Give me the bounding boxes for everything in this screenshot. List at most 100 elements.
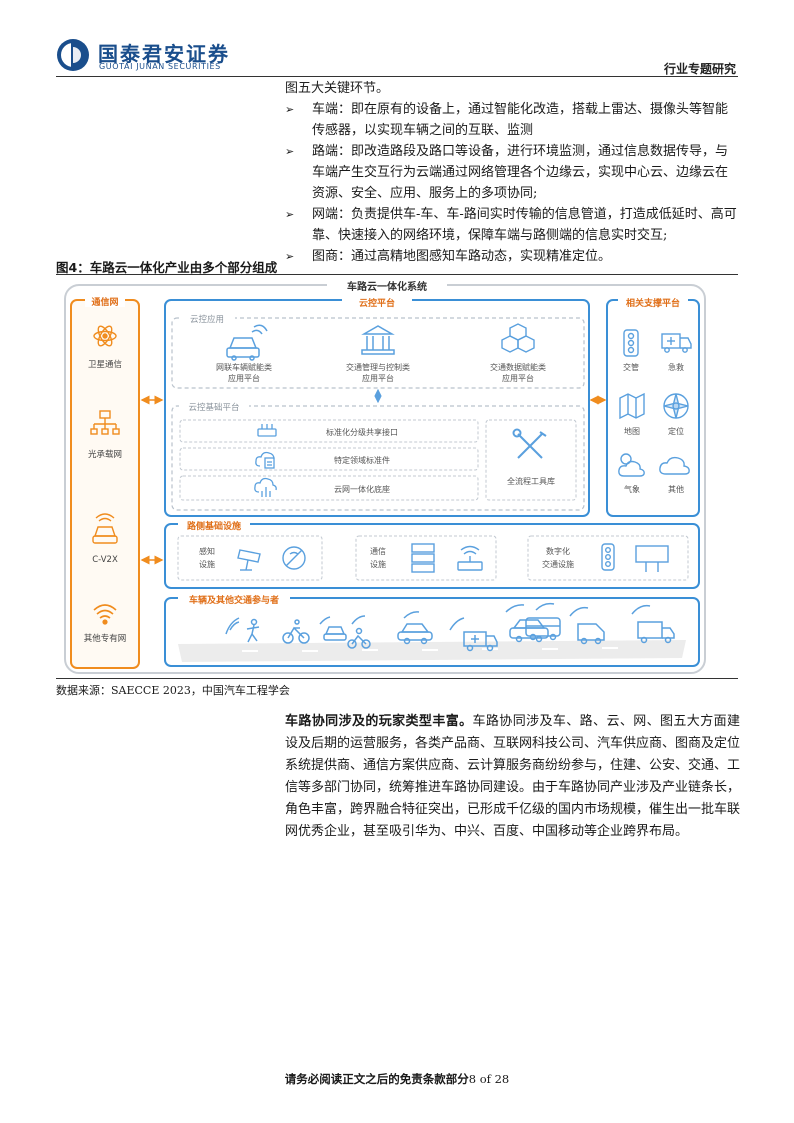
bullet-arrow-icon: ➢ xyxy=(285,250,295,263)
router-icon xyxy=(457,545,483,571)
network-title: 通信网 xyxy=(91,296,118,308)
network-item-optical: 光承载网 xyxy=(88,449,122,460)
building-icon xyxy=(361,325,395,355)
figure-top-divider xyxy=(56,274,738,275)
bullet-arrow-icon: ➢ xyxy=(285,145,295,158)
system-title: 车路云一体化系统 xyxy=(347,280,427,293)
bullet-arrow-icon: ➢ xyxy=(285,208,295,221)
tools-icon xyxy=(512,428,547,459)
car-icon xyxy=(226,324,268,361)
bullet-arrow-icon: ➢ xyxy=(285,103,295,116)
network-item-cv2x: C-V2X xyxy=(92,555,118,565)
roadside-comm-line1: 通信 xyxy=(370,546,386,556)
billboard-icon xyxy=(635,545,669,572)
van-icon xyxy=(569,606,605,645)
satellite-icon xyxy=(93,325,117,347)
bullet-text: 路端：即改造路段及路口等设备，进行环境监测，通过信息数据传导，与车端产生交互行为… xyxy=(312,144,729,201)
support-item-positioning: 定位 xyxy=(668,426,684,436)
report-type: 行业专题研究 xyxy=(663,62,736,76)
roadside-group-digital xyxy=(527,535,689,581)
motorcycle-icon xyxy=(347,615,371,649)
app-3-line1: 交通数据赋能类 xyxy=(490,362,546,372)
interface-icon xyxy=(257,424,277,437)
figure-bottom-divider xyxy=(56,678,738,679)
cloud-apps-box xyxy=(171,317,585,389)
bus-icon xyxy=(525,602,561,641)
toolchain-label: 全流程工具库 xyxy=(507,476,555,486)
roadside-digital-line2: 交通设施 xyxy=(542,559,574,569)
bullet-item: ➢ 路端：即改造路段及路口等设备，进行环境监测，通过信息数据传导，与车端产生交互行… xyxy=(285,141,740,204)
roadside-comm-line2: 设施 xyxy=(370,559,386,569)
roadside-title: 路侧基础设施 xyxy=(187,520,241,532)
roadside-group-comm xyxy=(355,535,497,581)
server-icon xyxy=(411,543,435,573)
paragraph-lead: 车路协同涉及的玩家类型丰富。 xyxy=(285,714,473,729)
support-item-map: 地图 xyxy=(624,426,640,436)
support-item-traffic: 交管 xyxy=(623,362,639,372)
sedan-icon xyxy=(397,611,433,645)
paragraph-text: 车路协同涉及车、路、云、网、图五大方面建设及后期的运营服务，各类产品商、互联网科… xyxy=(285,714,741,839)
app-3-line2: 应用平台 xyxy=(502,373,534,383)
company-logo-icon xyxy=(57,39,89,71)
roadside-digital-line1: 数字化 xyxy=(546,546,570,556)
support-item-emergency: 急救 xyxy=(668,362,684,372)
network-item-other: 其他专有网 xyxy=(84,633,127,644)
bullet-list: ➢ 车端：即在原有的设备上，通过智能化改造，搭载上雷达、摄像头等智能传感器，以实现… xyxy=(285,99,740,267)
base-item-3: 云网一体化底座 xyxy=(334,484,390,494)
app-2-line1: 交通管理与控制类 xyxy=(346,362,410,372)
vehicles-title: 车辆及其他交通参与者 xyxy=(189,594,279,606)
cloud-icon xyxy=(659,456,690,475)
cloud-title: 云控平台 xyxy=(359,297,395,309)
figure-title: 图4：车路云一体化产业由多个部分组成 xyxy=(56,260,278,275)
cloud-doc-icon xyxy=(255,451,275,469)
roadside-group-sensing xyxy=(177,535,323,581)
vehicle-road-cloud-diagram: 车路云一体化系统 通信网 卫星通信 光承载网 C-V2X 其他专有网 xyxy=(64,278,706,674)
app-2-line2: 应用平台 xyxy=(362,373,394,383)
traffic-signal-icon xyxy=(601,543,615,571)
base-item-3-box xyxy=(179,475,479,501)
bicycle-icon xyxy=(282,619,310,644)
bullet-text: 车端：即在原有的设备上，通过智能化改造，搭载上雷达、摄像头等智能传感器，以实现车… xyxy=(312,102,729,138)
company-name-cn: 国泰君安证券 xyxy=(98,42,230,66)
truck-icon xyxy=(631,604,675,644)
network-tree-icon xyxy=(90,410,120,435)
footer: 请务必阅读正文之后的免责条款部分8 of 28 xyxy=(0,1071,794,1087)
header-divider xyxy=(56,76,738,77)
traffic-light-icon xyxy=(623,329,639,357)
base-item-1-box xyxy=(179,419,479,443)
support-panel xyxy=(606,299,700,517)
wifi-icon xyxy=(93,604,117,625)
company-name-en: GUOTAI JUNAN SECURITIES xyxy=(99,62,221,71)
ambulance-vehicle-icon xyxy=(449,617,498,652)
toolchain-box xyxy=(485,419,577,501)
roadside-sensing-line2: 设施 xyxy=(199,559,215,569)
car-signal-icon xyxy=(92,513,118,544)
support-title: 相关支撑平台 xyxy=(626,297,680,309)
roadside-sensing-line1: 感知 xyxy=(199,546,215,556)
cloud-apps-title: 云控应用 xyxy=(190,314,224,325)
weather-icon xyxy=(618,453,645,477)
pedestrian-icon xyxy=(225,617,260,643)
figure-source: 数据来源：SAECCE 2023，中国汽车工程学会 xyxy=(56,684,290,697)
camera-icon xyxy=(237,549,261,571)
page-number: 8 of 28 xyxy=(468,1072,510,1086)
network-panel xyxy=(70,299,140,669)
system-title-bg xyxy=(327,278,447,294)
body-paragraph: 车路协同涉及的玩家类型丰富。车路协同涉及车、路、云、网、图五大方面建设及后期的运… xyxy=(285,711,740,843)
compass-icon xyxy=(663,393,689,419)
support-item-other: 其他 xyxy=(668,484,684,494)
cloud-network-icon xyxy=(254,477,277,497)
ambulance-icon xyxy=(661,333,692,353)
suv-icon xyxy=(505,604,549,643)
base-item-2-box xyxy=(179,447,479,471)
cubes-icon xyxy=(501,323,535,353)
network-item-satellite: 卫星通信 xyxy=(88,359,123,370)
base-item-1: 标准化分级共享接口 xyxy=(326,427,398,437)
app-1-line1: 网联车辆赋能类 xyxy=(216,362,272,372)
bullet-text: 图商：通过高精地图感知车路动态，实现精准定位。 xyxy=(312,249,612,264)
map-icon xyxy=(619,392,645,420)
bullet-item: ➢网端：负责提供车-车、车-路间实时传输的信息管道，打造成低延时、高可靠、快速接… xyxy=(285,204,740,246)
base-item-2: 特定领域标准件 xyxy=(334,455,390,465)
disclaimer-notice: 请务必阅读正文之后的免责条款部分 xyxy=(284,1072,469,1086)
cloud-base-title: 云控基础平台 xyxy=(188,402,239,413)
